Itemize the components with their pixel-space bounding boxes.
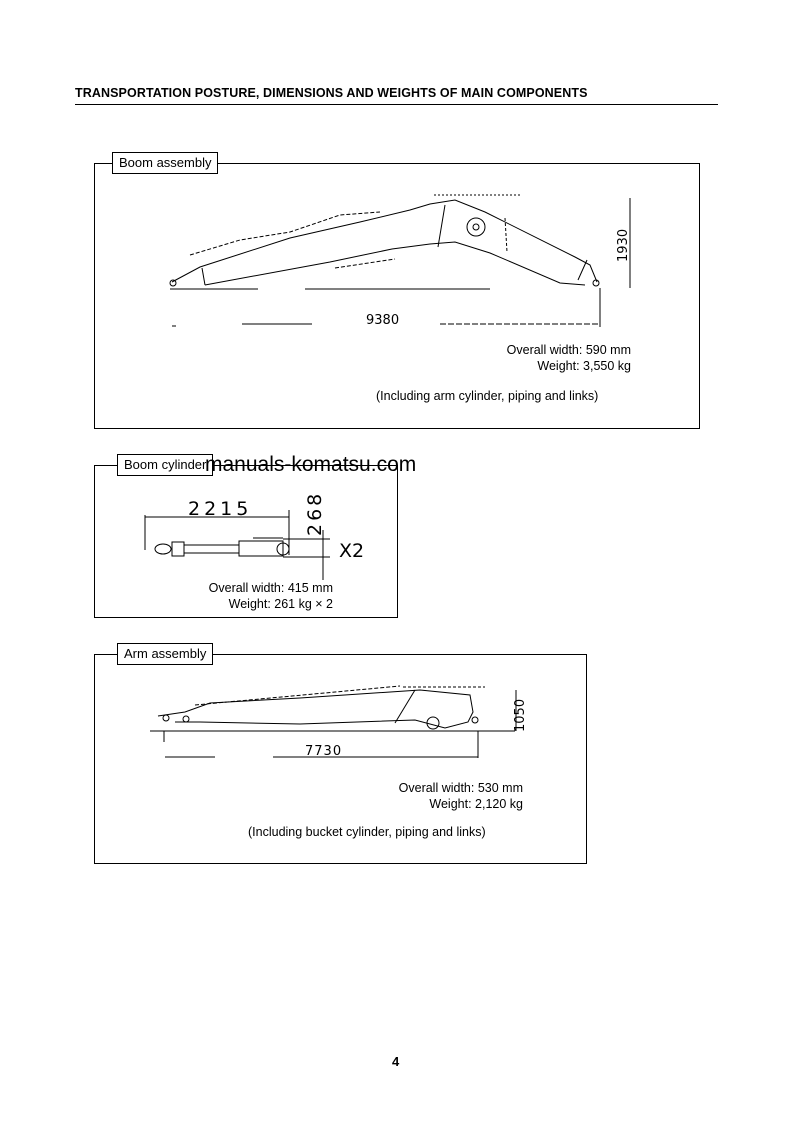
cylinder-overall-width: Overall width: 415 mm bbox=[208, 581, 333, 595]
boom-overall-width: Overall width: 590 mm bbox=[506, 343, 631, 357]
arm-weight: Weight: 2,120 kg bbox=[429, 797, 523, 811]
boom-assembly-specs: Overall width: 590 mm Weight: 3,550 kg bbox=[507, 342, 631, 374]
arm-assembly-panel bbox=[94, 654, 587, 864]
arm-overall-width: Overall width: 530 mm bbox=[398, 781, 523, 795]
cylinder-weight: Weight: 261 kg × 2 bbox=[228, 597, 333, 611]
arm-height-dimension: 1050 bbox=[513, 699, 528, 732]
arm-assembly-specs: Overall width: 530 mm Weight: 2,120 kg bbox=[399, 780, 523, 812]
arm-assembly-label: Arm assembly bbox=[117, 643, 214, 665]
page-number: 4 bbox=[392, 1054, 400, 1069]
cylinder-height-dimension: 268 bbox=[304, 491, 326, 536]
boom-weight: Weight: 3,550 kg bbox=[537, 359, 631, 373]
boom-assembly-label: Boom assembly bbox=[112, 152, 219, 174]
boom-drawing: 9380 1930 bbox=[169, 194, 631, 328]
boom-note: (Including arm cylinder, piping and link… bbox=[376, 389, 599, 403]
boom-cylinder-panel bbox=[94, 465, 398, 618]
boom-cylinder-specs: Overall width: 415 mm Weight: 261 kg × 2 bbox=[209, 580, 333, 612]
arm-note: (Including bucket cylinder, piping and l… bbox=[248, 825, 486, 839]
boom-height-dimension: 1930 bbox=[616, 229, 631, 262]
cylinder-quantity: X2 bbox=[339, 540, 364, 562]
boom-cylinder-drawing: 2215 268 X2 bbox=[144, 491, 364, 580]
boom-length-dimension: 9380 bbox=[366, 313, 399, 328]
header-rule bbox=[75, 104, 718, 105]
watermark: manuals-komatsu.com bbox=[205, 453, 417, 476]
boom-assembly-panel bbox=[94, 163, 700, 429]
cylinder-length-dimension: 2215 bbox=[188, 498, 252, 520]
arm-drawing: 7730 1050 bbox=[150, 685, 528, 759]
page-header: TRANSPORTATION POSTURE, DIMENSIONS AND W… bbox=[75, 86, 588, 100]
arm-length-dimension: 7730 bbox=[305, 744, 342, 759]
boom-cylinder-label: Boom cylinder bbox=[117, 454, 214, 476]
